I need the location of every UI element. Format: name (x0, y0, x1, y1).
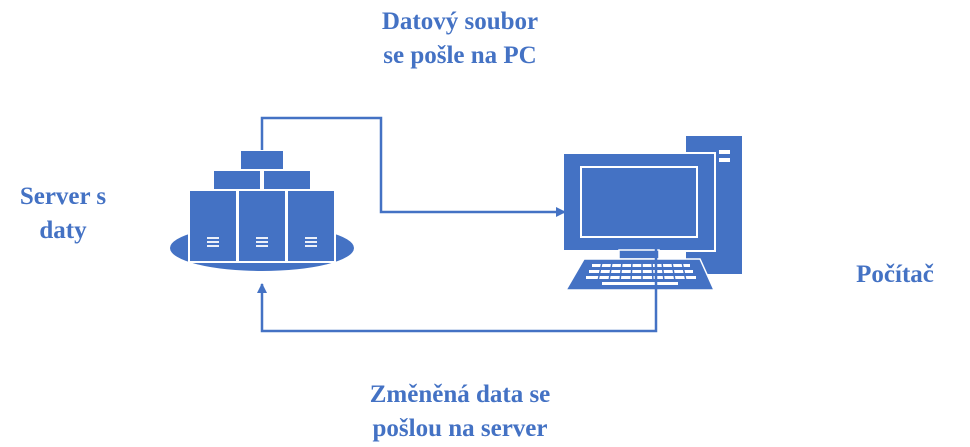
pc-keyboard (564, 258, 716, 291)
arrow-server-to-pc (260, 116, 566, 217)
arrow-pc-to-server (257, 238, 658, 333)
label-data-sent-to-server: Změněná data se pošlou na server (290, 378, 630, 446)
label-top-line-2: se pošle na PC (383, 42, 537, 69)
label-server-line-1: Server s (19, 183, 107, 210)
label-computer: Počítač (850, 258, 940, 292)
label-server: Server s daty (0, 180, 128, 248)
server-cluster-icon (170, 149, 354, 271)
label-server-line-2: daty (39, 217, 87, 244)
label-bottom-line-2: pošlou na server (372, 415, 548, 442)
label-file-sent-to-pc: Datový soubor se pošle na PC (310, 5, 610, 73)
desktop-computer-icon (562, 136, 742, 291)
label-computer-text: Počítač (856, 261, 934, 288)
label-top-line-1: Datový soubor (381, 8, 539, 35)
label-bottom-line-1: Změněná data se (369, 381, 551, 408)
